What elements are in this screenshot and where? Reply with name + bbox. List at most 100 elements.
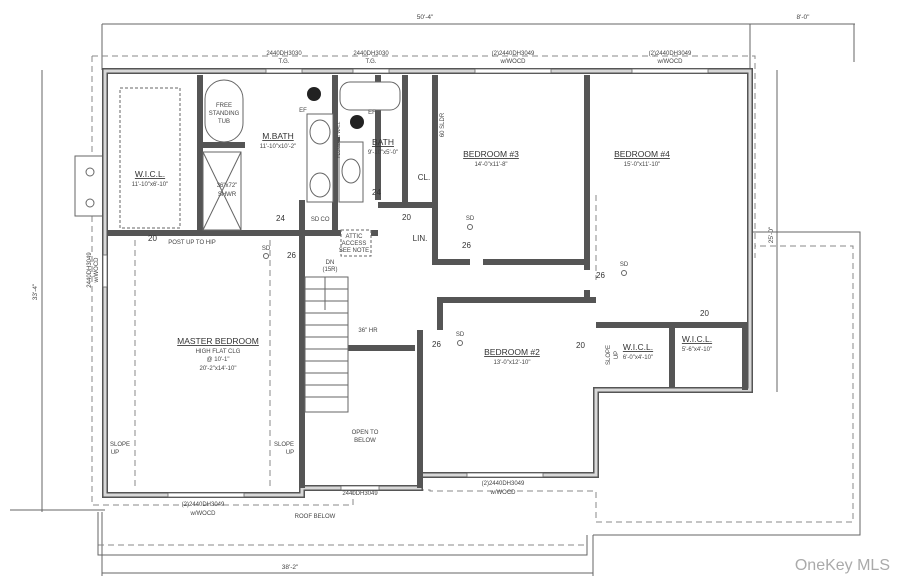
window-label: 2440DH3030 xyxy=(266,51,302,57)
window xyxy=(631,68,709,74)
sink-icon xyxy=(341,158,361,184)
window-label: w/WOCD xyxy=(490,490,517,496)
room-size: 15'-0"x11'-10" xyxy=(624,162,660,168)
tub-label: FREE xyxy=(216,103,232,109)
room-size: 6'-0"x4'-10" xyxy=(623,355,653,361)
door[interactable]: 24 xyxy=(276,214,285,223)
room-name: W.I.C.L. xyxy=(135,169,165,179)
open-below-label: BELOW xyxy=(354,438,376,444)
staircase[interactable] xyxy=(304,276,349,413)
room-name: BATH xyxy=(372,137,394,147)
window-label: w/WOCD xyxy=(657,59,684,65)
smoke-detector-icon xyxy=(263,253,269,259)
linen-closet-label: LIN. xyxy=(413,234,428,243)
smoke-detector-label: SD xyxy=(456,332,465,338)
window xyxy=(102,254,108,288)
window-label: (2)2440DH3049 xyxy=(649,51,692,57)
room-size: 11'-10"x10'-2" xyxy=(260,144,296,150)
window xyxy=(466,472,544,478)
dimension-lines xyxy=(10,23,855,576)
window-label: T.G. xyxy=(365,59,376,65)
door[interactable]: 26 xyxy=(432,340,441,349)
attic-label: ATTIC xyxy=(346,234,364,240)
room-size: 13'-0"x12'-10" xyxy=(494,360,531,366)
window-label: (2)2440DH3049 xyxy=(492,51,535,57)
smoke-detector-icon xyxy=(467,224,473,230)
door[interactable]: 26 xyxy=(462,241,471,250)
walls xyxy=(102,68,753,498)
exhaust-fan-label: EF xyxy=(368,110,376,116)
door[interactable]: 20 xyxy=(576,341,585,350)
dim-left: 33'-4" xyxy=(32,283,39,300)
room-size: 5'-6"x4'-10" xyxy=(682,347,712,353)
closet-shelf xyxy=(119,87,181,229)
shower-label: SHWR xyxy=(218,192,237,198)
door[interactable]: 20 xyxy=(402,213,411,222)
window-label: 2440DH3030 xyxy=(353,51,389,57)
room-size: 11'-10"x6'-10" xyxy=(132,182,168,188)
tub-label: STANDING xyxy=(209,111,240,117)
room-size: 9'-10"x5'-0" xyxy=(368,150,398,156)
tub-label: TUB xyxy=(218,119,230,125)
window-label: (2)2440DH3049 xyxy=(182,502,225,508)
attic-access[interactable] xyxy=(340,229,372,257)
window-label: w/WOCD xyxy=(190,511,217,517)
window-label: w/WOCD xyxy=(94,257,100,284)
sink-icon xyxy=(309,119,331,145)
slope-label: SLOPE xyxy=(274,442,294,448)
door[interactable]: 26 xyxy=(287,251,296,260)
flue-icon xyxy=(85,198,95,208)
bathtub-icon xyxy=(339,81,401,111)
exhaust-fan-icon xyxy=(307,87,321,101)
windows-top xyxy=(102,68,709,498)
room-name: MASTER BEDROOM xyxy=(177,336,259,346)
slope-label: SLOPE xyxy=(110,442,130,448)
smoke-detector-label: SD xyxy=(262,246,271,252)
stair-label: (15R) xyxy=(322,267,337,273)
smoke-detector-icon xyxy=(457,340,463,346)
slope-label: UP xyxy=(286,450,294,456)
window-label: T.G. xyxy=(278,59,289,65)
room-name: BEDROOM #3 xyxy=(463,149,519,159)
post-label: POST UP TO HIP xyxy=(168,240,216,246)
room-name: M.BATH xyxy=(262,131,293,141)
slope-label: UP xyxy=(614,351,620,359)
window xyxy=(352,68,390,74)
dim-bottom: 38'-2" xyxy=(282,564,299,571)
shower-label: 36"x72" xyxy=(217,183,238,189)
slope-label: SLOPE xyxy=(606,345,612,365)
room-name: W.I.C.L. xyxy=(623,342,653,352)
door[interactable]: 24 xyxy=(372,188,381,197)
room-name: W.I.C.L. xyxy=(682,334,712,344)
roof-below-label: ROOF BELOW xyxy=(295,514,336,520)
roof-lines xyxy=(91,55,861,556)
door[interactable]: 26 xyxy=(596,271,605,280)
dim-right: 25'-0" xyxy=(768,226,775,243)
door[interactable]: 20 xyxy=(148,234,157,243)
door[interactable]: 20 xyxy=(700,309,709,318)
open-below-label: OPEN TO xyxy=(352,430,379,436)
exhaust-fan-label: EF xyxy=(299,108,307,114)
plumbing-wall-label: PLUMBING WALL xyxy=(336,121,341,158)
sink-icon xyxy=(309,172,331,198)
window-label: 2440DH3049 xyxy=(87,252,93,288)
slope-label: UP xyxy=(111,450,119,456)
room-size: 20'-2"x14'-10" xyxy=(200,366,237,372)
closet-label: CL. xyxy=(418,173,430,182)
window-label: 2440DH3049 xyxy=(342,491,378,497)
smoke-detector-label: SD xyxy=(466,216,475,222)
attic-label: SEE NOTE xyxy=(339,248,369,254)
room-name: BEDROOM #4 xyxy=(614,149,670,159)
co-detector-label: CO xyxy=(321,217,330,223)
slider-label: 60 SLDR xyxy=(440,112,446,137)
window-label: w/WOCD xyxy=(500,59,527,65)
attic-label: ACCESS xyxy=(342,241,367,247)
flue-icon xyxy=(85,167,95,177)
dim-top-overall: 50'-4" xyxy=(417,14,434,21)
window xyxy=(167,492,245,498)
window-label: (2)2440DH3049 xyxy=(482,481,525,487)
room-note: @ 10'-1" xyxy=(206,357,229,363)
smoke-detector-icon xyxy=(621,270,627,276)
smoke-detector-label: SD xyxy=(311,217,320,223)
